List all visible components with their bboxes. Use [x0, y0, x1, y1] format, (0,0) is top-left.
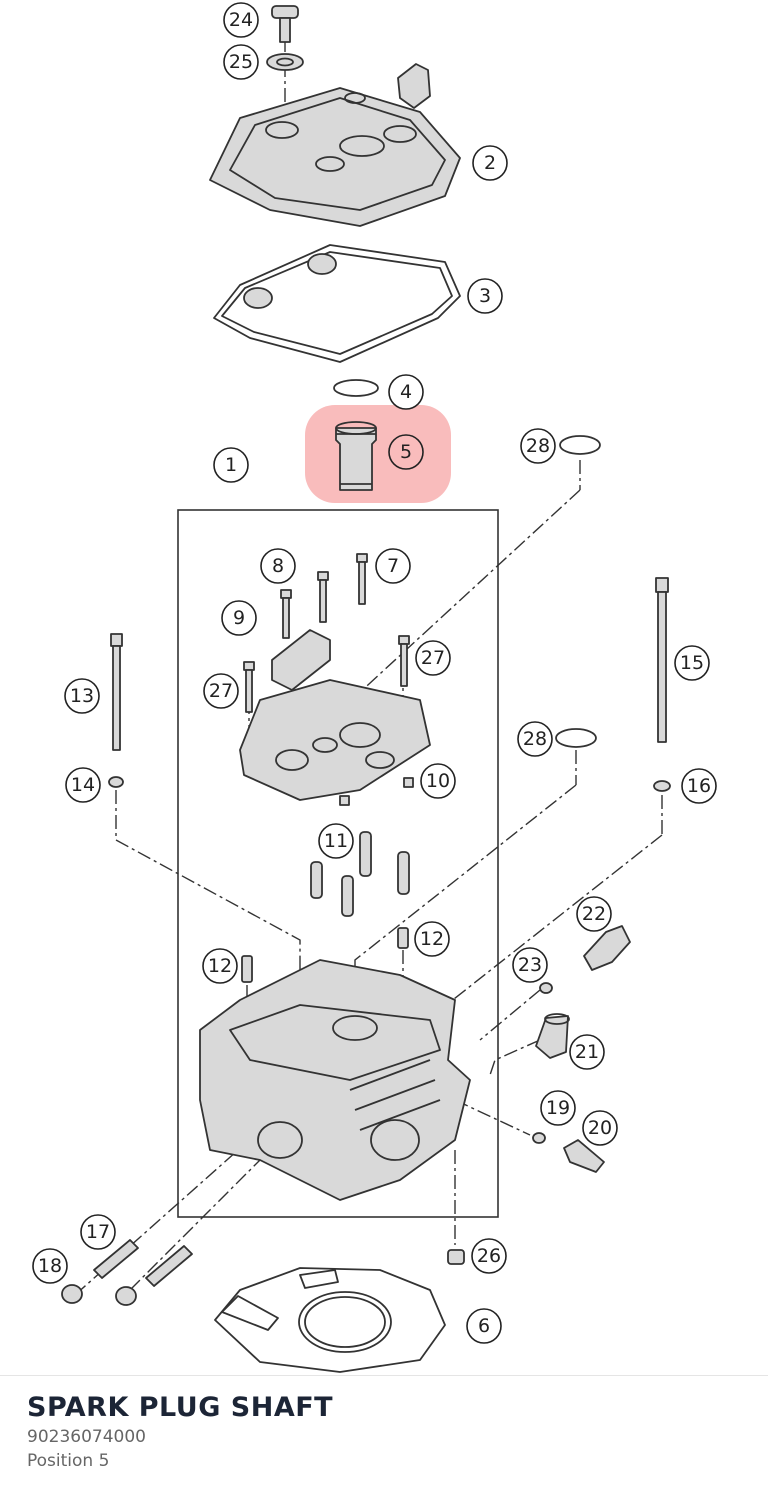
part-19-washer[interactable] [532, 1132, 546, 1144]
part-28-o-ring-upper[interactable] [559, 435, 601, 455]
part-11-valve-guides[interactable] [310, 831, 410, 917]
svg-text:24: 24 [229, 9, 253, 31]
callout-13[interactable]: 13 [64, 678, 100, 714]
part-3-valve-cover-gasket[interactable] [213, 244, 461, 363]
svg-text:5: 5 [400, 441, 412, 463]
part-name: SPARK PLUG SHAFT [27, 1392, 334, 1423]
callout-4[interactable]: 4 [388, 374, 424, 410]
callout-11[interactable]: 11 [318, 823, 354, 859]
svg-text:27: 27 [421, 647, 445, 669]
part-22-sensor[interactable] [583, 925, 631, 971]
svg-text:28: 28 [523, 728, 547, 750]
svg-text:8: 8 [272, 555, 284, 577]
svg-text:14: 14 [71, 774, 95, 796]
svg-text:4: 4 [400, 381, 412, 403]
svg-text:16: 16 [687, 775, 711, 797]
svg-text:12: 12 [208, 955, 232, 977]
callout-5[interactable]: 5 [388, 434, 424, 470]
svg-text:12: 12 [420, 928, 444, 950]
callout-21[interactable]: 21 [569, 1034, 605, 1070]
callout-19[interactable]: 19 [540, 1090, 576, 1126]
part-5-spark-plug-shaft[interactable] [335, 421, 377, 491]
svg-text:19: 19 [546, 1097, 570, 1119]
callout-18[interactable]: 18 [32, 1248, 68, 1284]
part-24-bolt[interactable] [271, 5, 299, 43]
part-15-long-bolt[interactable] [655, 577, 669, 743]
svg-text:17: 17 [86, 1221, 110, 1243]
callout-14[interactable]: 14 [65, 767, 101, 803]
callout-12-left[interactable]: 12 [202, 948, 238, 984]
svg-text:2: 2 [484, 152, 496, 174]
callout-27-right[interactable]: 27 [415, 640, 451, 676]
part-position: Position 5 [27, 1451, 110, 1471]
part-10-screws[interactable] [339, 777, 414, 806]
callout-9[interactable]: 9 [221, 600, 257, 636]
callout-2[interactable]: 2 [472, 145, 508, 181]
callout-16[interactable]: 16 [681, 768, 717, 804]
svg-text:13: 13 [70, 685, 94, 707]
part-9-bracket[interactable] [271, 629, 331, 691]
part-26-plug[interactable] [447, 1249, 465, 1265]
exploded-parts-diagram: 24 25 2 3 4 5 28 1 8 7 9 27 27 13 15 28 … [32, 2, 717, 1373]
part-7-8-27-bolts[interactable] [243, 553, 410, 713]
callout-15[interactable]: 15 [674, 645, 710, 681]
part-17-sleeves[interactable] [93, 1239, 193, 1287]
part-18-bolts[interactable] [61, 1284, 137, 1306]
part-23-washer[interactable] [539, 982, 553, 994]
svg-text:11: 11 [324, 830, 348, 852]
part-6-cylinder-head-gasket[interactable] [214, 1267, 446, 1373]
callout-26[interactable]: 26 [471, 1238, 507, 1274]
svg-text:22: 22 [582, 903, 606, 925]
svg-text:1: 1 [225, 454, 237, 476]
svg-text:23: 23 [518, 954, 542, 976]
part-2-valve-cover[interactable] [209, 63, 461, 227]
svg-text:26: 26 [477, 1245, 501, 1267]
callout-22[interactable]: 22 [576, 896, 612, 932]
part-12-dowels[interactable] [241, 927, 409, 983]
part-25-seal-washer[interactable] [266, 53, 304, 71]
assembly-frame [177, 509, 499, 1218]
part-14-washer[interactable] [108, 776, 124, 788]
part-21-plug[interactable] [535, 1013, 570, 1059]
part-16-washer[interactable] [653, 780, 671, 792]
part-camshaft-carrier[interactable] [239, 679, 431, 801]
selected-part-highlight [305, 405, 451, 503]
part-1-cylinder-head[interactable] [199, 959, 471, 1201]
part-28-o-ring-lower[interactable] [555, 728, 597, 748]
part-info-panel: SPARK PLUG SHAFT 90236074000 Position 5 [0, 1375, 768, 1492]
callout-7[interactable]: 7 [375, 548, 411, 584]
svg-text:7: 7 [387, 555, 399, 577]
svg-text:15: 15 [680, 652, 704, 674]
svg-text:3: 3 [479, 285, 491, 307]
callout-28-upper[interactable]: 28 [520, 428, 556, 464]
callout-17[interactable]: 17 [80, 1214, 116, 1250]
svg-text:10: 10 [426, 770, 450, 792]
callout-3[interactable]: 3 [467, 278, 503, 314]
svg-text:28: 28 [526, 435, 550, 457]
callout-23[interactable]: 23 [512, 947, 548, 983]
callout-24[interactable]: 24 [223, 2, 259, 38]
svg-text:6: 6 [478, 1315, 490, 1337]
svg-text:18: 18 [38, 1255, 62, 1277]
part-4-o-ring[interactable] [333, 379, 379, 397]
callout-20[interactable]: 20 [582, 1110, 618, 1146]
callout-25[interactable]: 25 [223, 44, 259, 80]
part-number: 90236074000 [27, 1427, 146, 1447]
svg-text:27: 27 [209, 680, 233, 702]
part-13-long-bolt[interactable] [110, 633, 123, 751]
svg-text:20: 20 [588, 1117, 612, 1139]
svg-text:25: 25 [229, 51, 253, 73]
callout-8[interactable]: 8 [260, 548, 296, 584]
callout-10[interactable]: 10 [420, 763, 456, 799]
callout-12-right[interactable]: 12 [414, 921, 450, 957]
svg-text:21: 21 [575, 1041, 599, 1063]
callout-1[interactable]: 1 [213, 447, 249, 483]
callout-6[interactable]: 6 [466, 1308, 502, 1344]
callout-27-left[interactable]: 27 [203, 673, 239, 709]
part-20-temperature-sensor[interactable] [563, 1139, 605, 1173]
svg-text:9: 9 [233, 607, 245, 629]
callout-28-lower[interactable]: 28 [517, 721, 553, 757]
